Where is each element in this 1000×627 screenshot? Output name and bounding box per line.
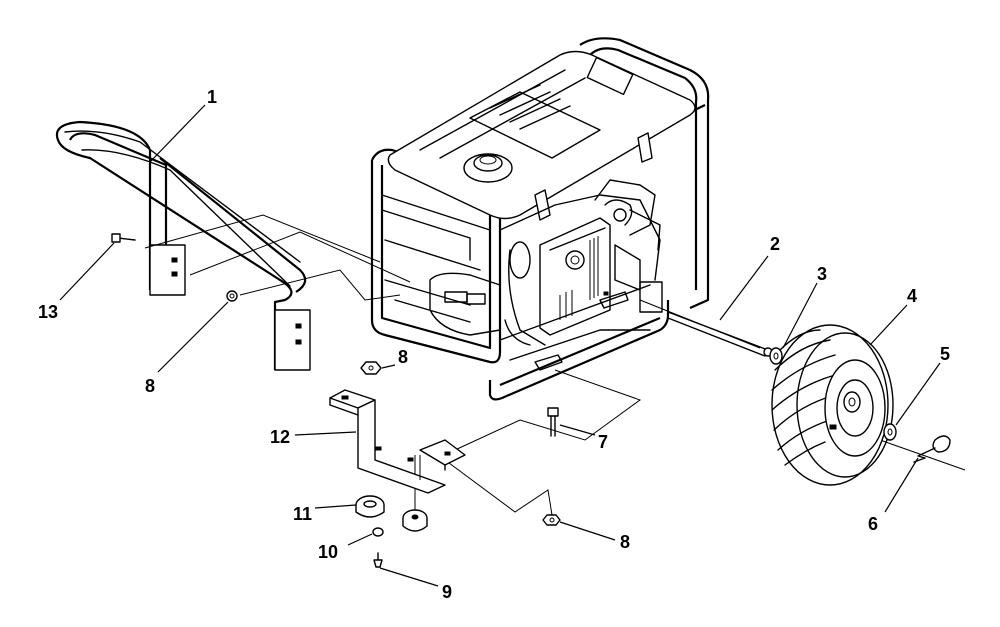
callout-10: 10 [318,542,338,562]
callout-8-lower: 8 [620,532,630,552]
leader-lines [59,104,941,587]
hairpin-clip-part [913,435,951,463]
washer-part [883,423,897,441]
callout-1: 1 [207,87,217,107]
control-panel [539,217,611,336]
generator-assembly [370,37,710,401]
callout-2: 2 [770,234,780,254]
isolator-part [355,495,428,532]
nut-part [360,361,382,375]
nut-part-lower [542,514,561,526]
callout-7: 7 [598,432,608,452]
callout-3: 3 [817,264,827,284]
bolt-icon [111,233,136,243]
bolt-part [547,407,559,437]
callout-8-left: 8 [145,376,155,396]
nut-icon [226,290,238,302]
callout-5: 5 [940,344,950,364]
callout-12: 12 [270,427,290,447]
callout-13: 13 [38,302,58,322]
callout-11: 11 [293,504,312,524]
callout-8-center: 8 [398,347,408,367]
axle-part [667,311,773,357]
mount-bracket-part [329,389,466,494]
spacer-part [769,347,783,365]
handle-part [55,120,311,371]
callout-9: 9 [442,582,452,602]
callout-labels: 1 2 3 4 5 6 7 8 8 8 9 10 11 12 13 [38,87,950,602]
callout-4: 4 [907,286,917,306]
lock-washer-part [372,527,384,537]
fuel-cap-icon [463,153,513,183]
wheel-part [771,324,894,486]
callout-6: 6 [868,514,878,534]
screw-part [373,552,383,568]
